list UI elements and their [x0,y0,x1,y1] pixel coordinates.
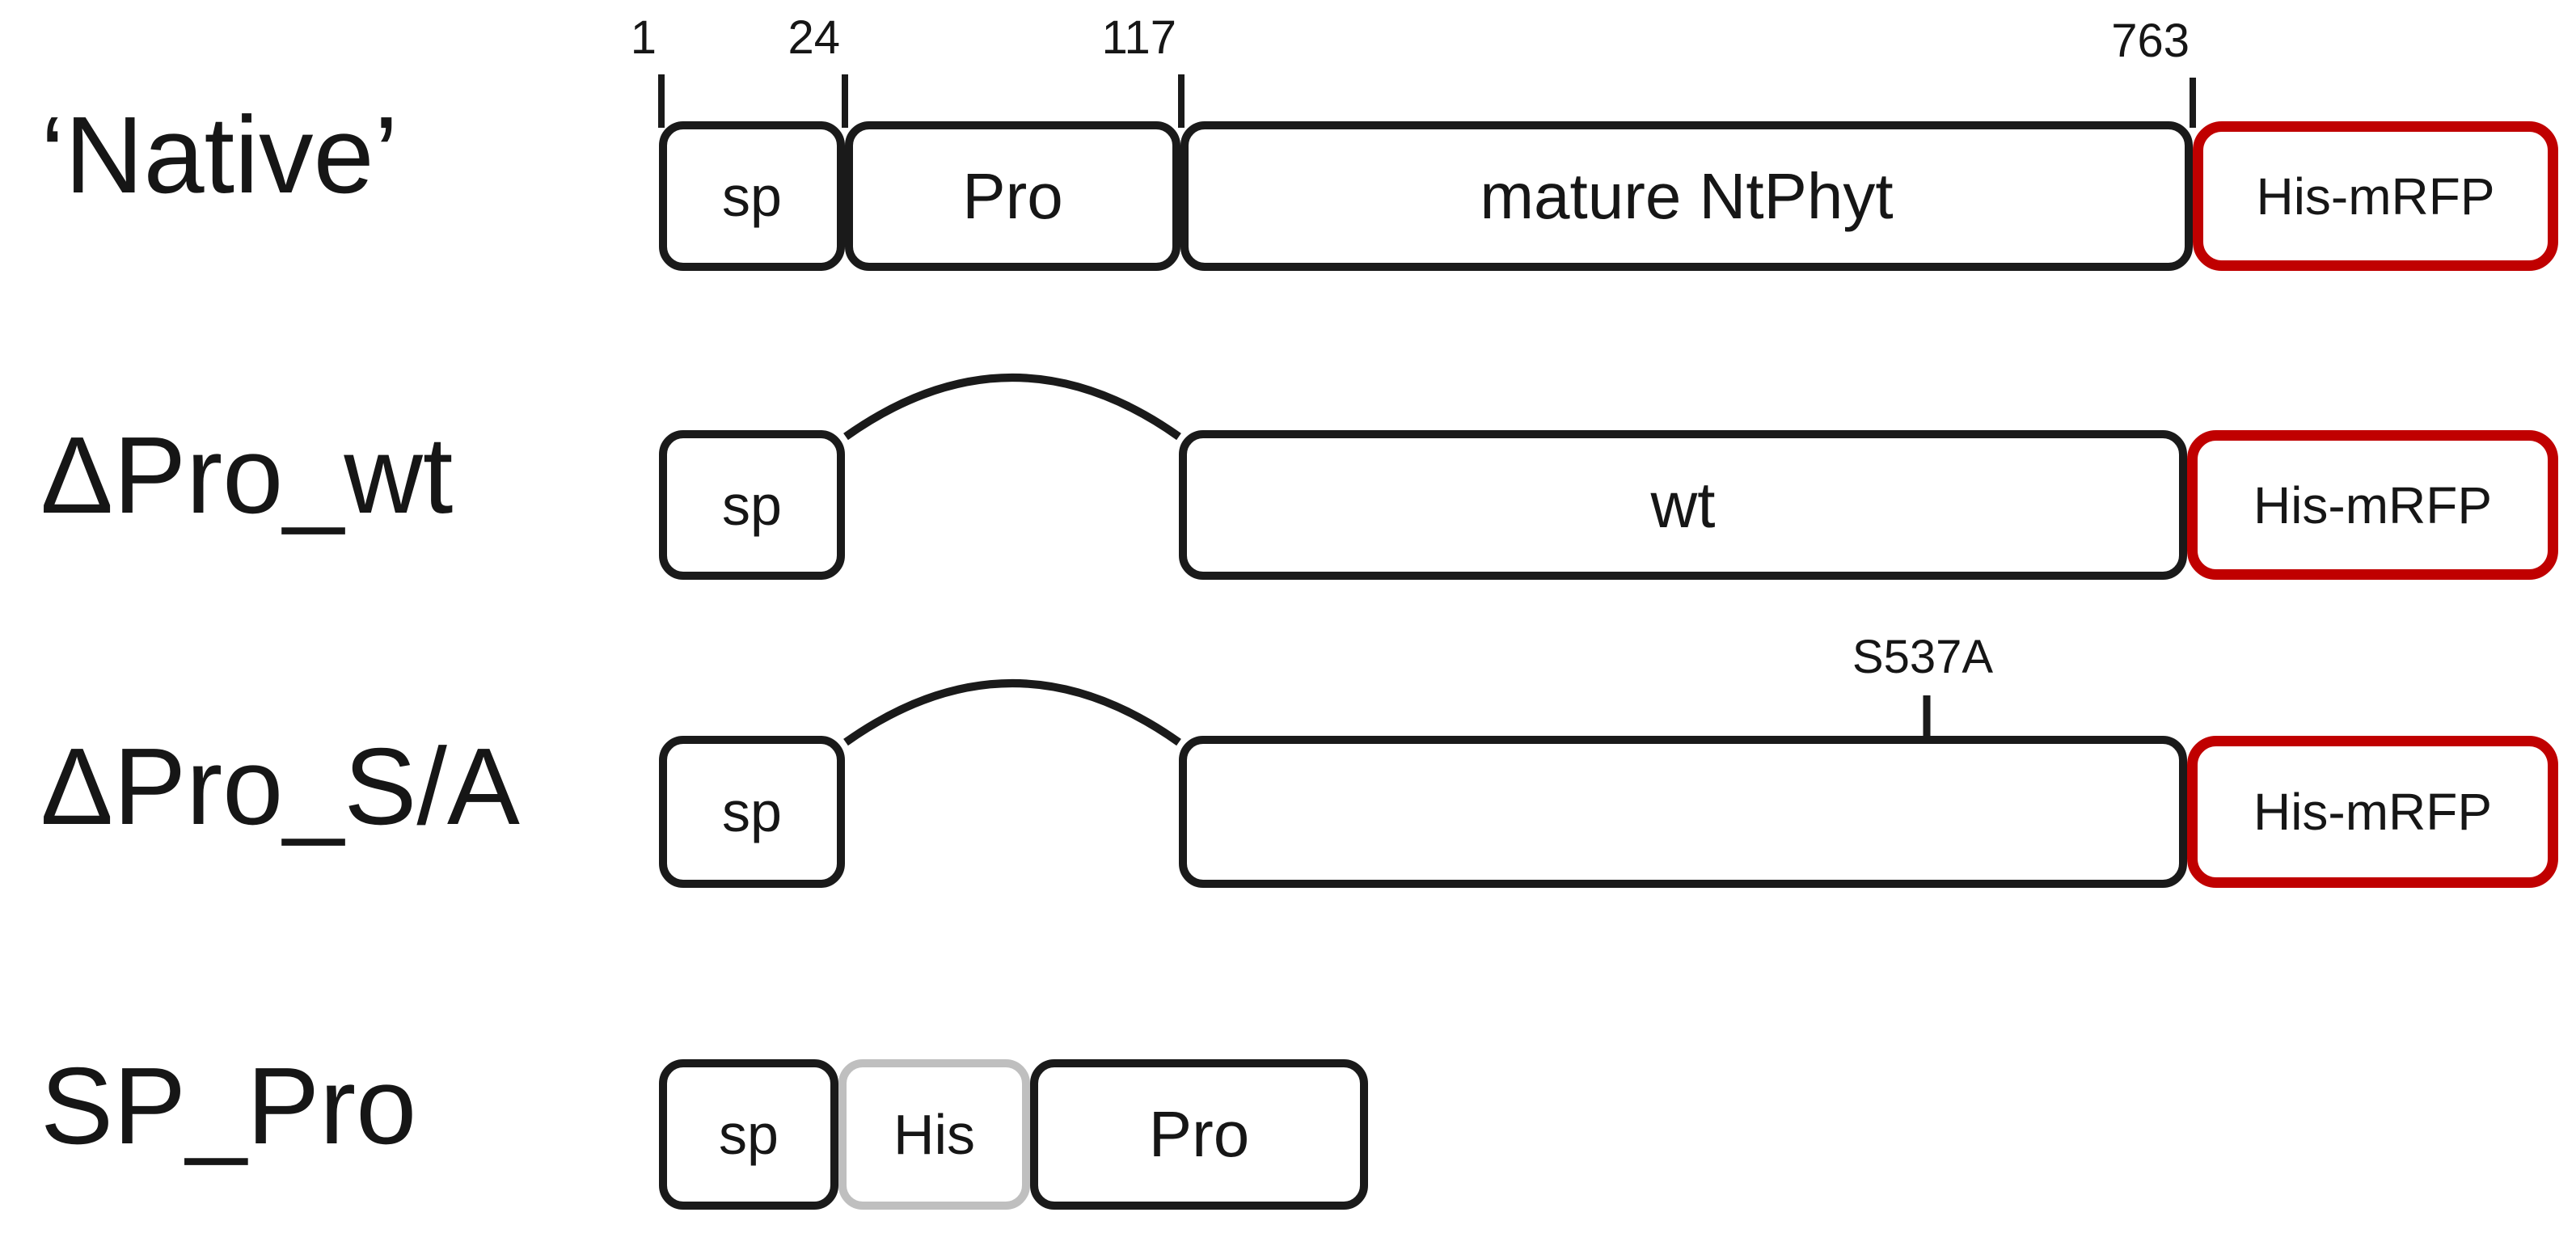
residue-number-117: 117 [1101,11,1176,64]
segment-dprosa-body [1179,736,2187,888]
segment-native-pro: Pro [845,121,1180,271]
segment-dprowt-sp: sp [659,430,845,580]
deletion-arc-dpro-wt [843,374,1181,441]
residue-number-24: 24 [788,11,840,64]
segment-native-mature: mature NtPhyt [1180,121,2193,271]
row-label-native: ‘Native’ [40,94,399,216]
residue-number-763: 763 [2111,15,2190,67]
deletion-arc-dpro-sa [843,679,1181,746]
mutation-label-s537a: S537A [1852,631,1994,683]
segment-dprosa-sp: sp [659,736,845,888]
segment-dprowt-his-mrfp: His-mRFP [2187,430,2558,580]
segment-native-sp: sp [659,121,845,271]
row-label-dpro-wt: ΔPro_wt [40,414,454,536]
segment-sppro-sp: sp [659,1059,838,1210]
segment-sppro-pro: Pro [1030,1059,1368,1210]
segment-native-his-mrfp: His-mRFP [2193,121,2558,271]
segment-sppro-his: His [838,1059,1030,1210]
segment-dprosa-his-mrfp: His-mRFP [2187,736,2558,888]
segment-dprowt-wt: wt [1179,430,2187,580]
row-label-sp-pro: SP_Pro [40,1045,417,1167]
residue-number-1: 1 [630,11,657,64]
row-label-dpro-sa: ΔPro_S/A [40,725,520,847]
